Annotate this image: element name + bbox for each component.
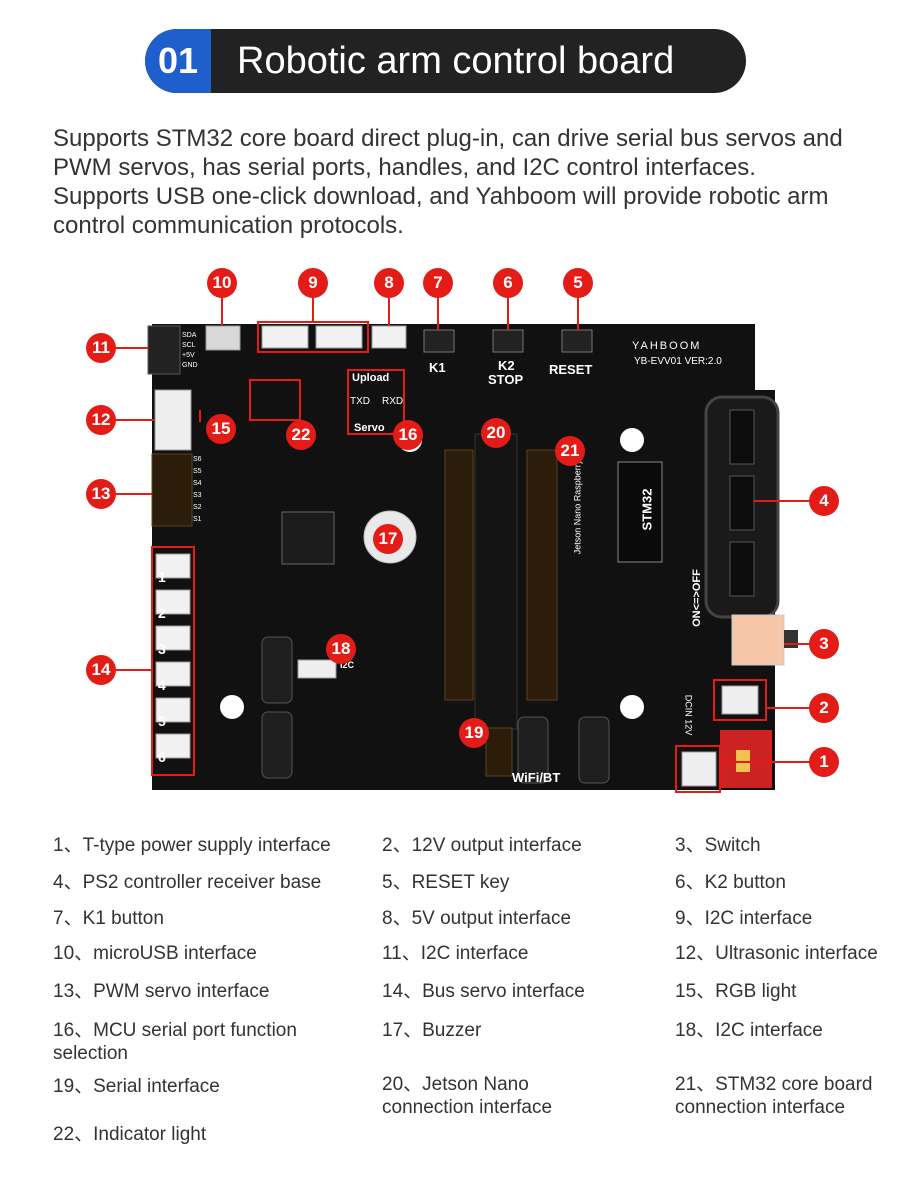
callout-3: 3 xyxy=(809,629,839,659)
servo-port-number: 4 xyxy=(158,677,166,693)
callout-9: 9 xyxy=(298,268,328,298)
legend-item: 16、MCU serial port function selection xyxy=(53,1020,297,1064)
legend-item: 6、K2 button xyxy=(675,872,786,893)
wifi-label: WiFi/BT xyxy=(512,770,561,785)
callout-18: 18 xyxy=(326,634,356,664)
callout-21: 21 xyxy=(555,436,585,466)
reset-label: RESET xyxy=(549,362,593,377)
stop-label: STOP xyxy=(488,372,524,387)
board-illustration xyxy=(116,297,810,793)
servo-port-number: 5 xyxy=(158,713,166,729)
version-label: YB-EVV01 VER:2.0 xyxy=(634,356,722,367)
legend-item: 14、Bus servo interface xyxy=(382,981,585,1002)
section-title: Robotic arm control board xyxy=(237,40,675,82)
callout-10: 10 xyxy=(207,268,237,298)
callout-5: 5 xyxy=(563,268,593,298)
upload-label: Upload xyxy=(352,372,390,384)
gnd-label: GND xyxy=(182,362,198,369)
stm32-chip xyxy=(617,461,663,563)
jetson-header-left xyxy=(444,449,474,701)
scl-label: SCL xyxy=(182,342,196,349)
pwm-pin-label: S4 xyxy=(193,480,202,487)
pwm-pin-label: S1 xyxy=(193,516,202,523)
callout-19: 19 xyxy=(459,718,489,748)
stm32-header xyxy=(526,449,558,701)
jetson-label: Jetson Nano Raspberry xyxy=(572,459,583,555)
sda-label: SDA xyxy=(182,332,197,339)
section-number: 01 xyxy=(145,29,211,93)
callout-17: 17 xyxy=(373,524,403,554)
legend-item: 15、RGB light xyxy=(675,981,797,1002)
k2-label: K2 xyxy=(498,358,515,373)
k1-label: K1 xyxy=(429,360,446,375)
rxd-label: RXD xyxy=(382,396,404,407)
legend-item: 13、PWM servo interface xyxy=(53,981,270,1002)
servo-port-number: 3 xyxy=(158,641,166,657)
callout-15: 15 xyxy=(206,414,236,444)
callout-16: 16 xyxy=(393,420,423,450)
legend-item: 21、STM32 core board connection interface xyxy=(675,1074,873,1118)
servo-label: Servo xyxy=(354,422,385,434)
legend-item: 10、microUSB interface xyxy=(53,943,257,964)
pwm-pin-label: S3 xyxy=(193,492,202,499)
brand-label: YAHBOOM xyxy=(632,340,702,352)
servo-port-number: 2 xyxy=(158,605,166,621)
legend-item: 20、Jetson Nano connection interface xyxy=(382,1074,553,1118)
legend-item: 1、T-type power supply interface xyxy=(53,835,331,856)
legend-item: 5、RESET key xyxy=(382,872,510,893)
legend-item: 9、I2C interface xyxy=(675,908,813,929)
legend-item: 18、I2C interface xyxy=(675,1020,823,1041)
plus5v-label: +5V xyxy=(182,352,195,359)
callout-2: 2 xyxy=(809,693,839,723)
servo-port-number: 1 xyxy=(158,569,166,585)
callout-8: 8 xyxy=(374,268,404,298)
mcu-chip xyxy=(281,511,335,565)
legend-item: 8、5V output interface xyxy=(382,908,572,929)
legend-item: 12、Ultrasonic interface xyxy=(675,943,878,964)
callout-4: 4 xyxy=(809,486,839,516)
legend-item: 3、Switch xyxy=(675,835,761,856)
callout-20: 20 xyxy=(481,418,511,448)
callout-6: 6 xyxy=(493,268,523,298)
legend-item: 4、PS2 controller receiver base xyxy=(53,872,322,893)
callout-1: 1 xyxy=(809,747,839,777)
dcin-label: DCIN 12V xyxy=(683,694,694,736)
legend-item: 22、Indicator light xyxy=(53,1124,207,1145)
onoff-label: ON<=>OFF xyxy=(690,569,703,627)
callout-11: 11 xyxy=(86,333,116,363)
stm32-label: STM32 xyxy=(639,488,655,531)
legend-item: 17、Buzzer xyxy=(382,1020,482,1041)
callout-7: 7 xyxy=(423,268,453,298)
legend-item: 11、I2C interface xyxy=(382,943,529,964)
intro-paragraph: Supports STM32 core board direct plug-in… xyxy=(53,125,843,239)
txd-label: TXD xyxy=(350,396,370,407)
servo-port-number: 6 xyxy=(158,749,166,765)
callout-13: 13 xyxy=(86,479,116,509)
board-figure: K1 K2 STOP RESET YAHBOOM YB-EVV01 VER:2.… xyxy=(0,262,900,812)
callout-22: 22 xyxy=(286,420,316,450)
legend-item: 7、K1 button xyxy=(53,908,164,929)
callout-14: 14 xyxy=(86,655,116,685)
pwm-pin-label: S6 xyxy=(193,456,202,463)
pwm-pin-label: S2 xyxy=(193,504,202,511)
callout-12: 12 xyxy=(86,405,116,435)
pwm-pin-label: S5 xyxy=(193,468,202,475)
jetson-socket xyxy=(474,433,518,730)
legend-item: 2、12V output interface xyxy=(382,835,582,856)
i2c-label: I2C xyxy=(340,660,355,670)
section-header: 01 Robotic arm control board xyxy=(145,29,746,93)
legend-item: 19、Serial interface xyxy=(53,1076,220,1097)
